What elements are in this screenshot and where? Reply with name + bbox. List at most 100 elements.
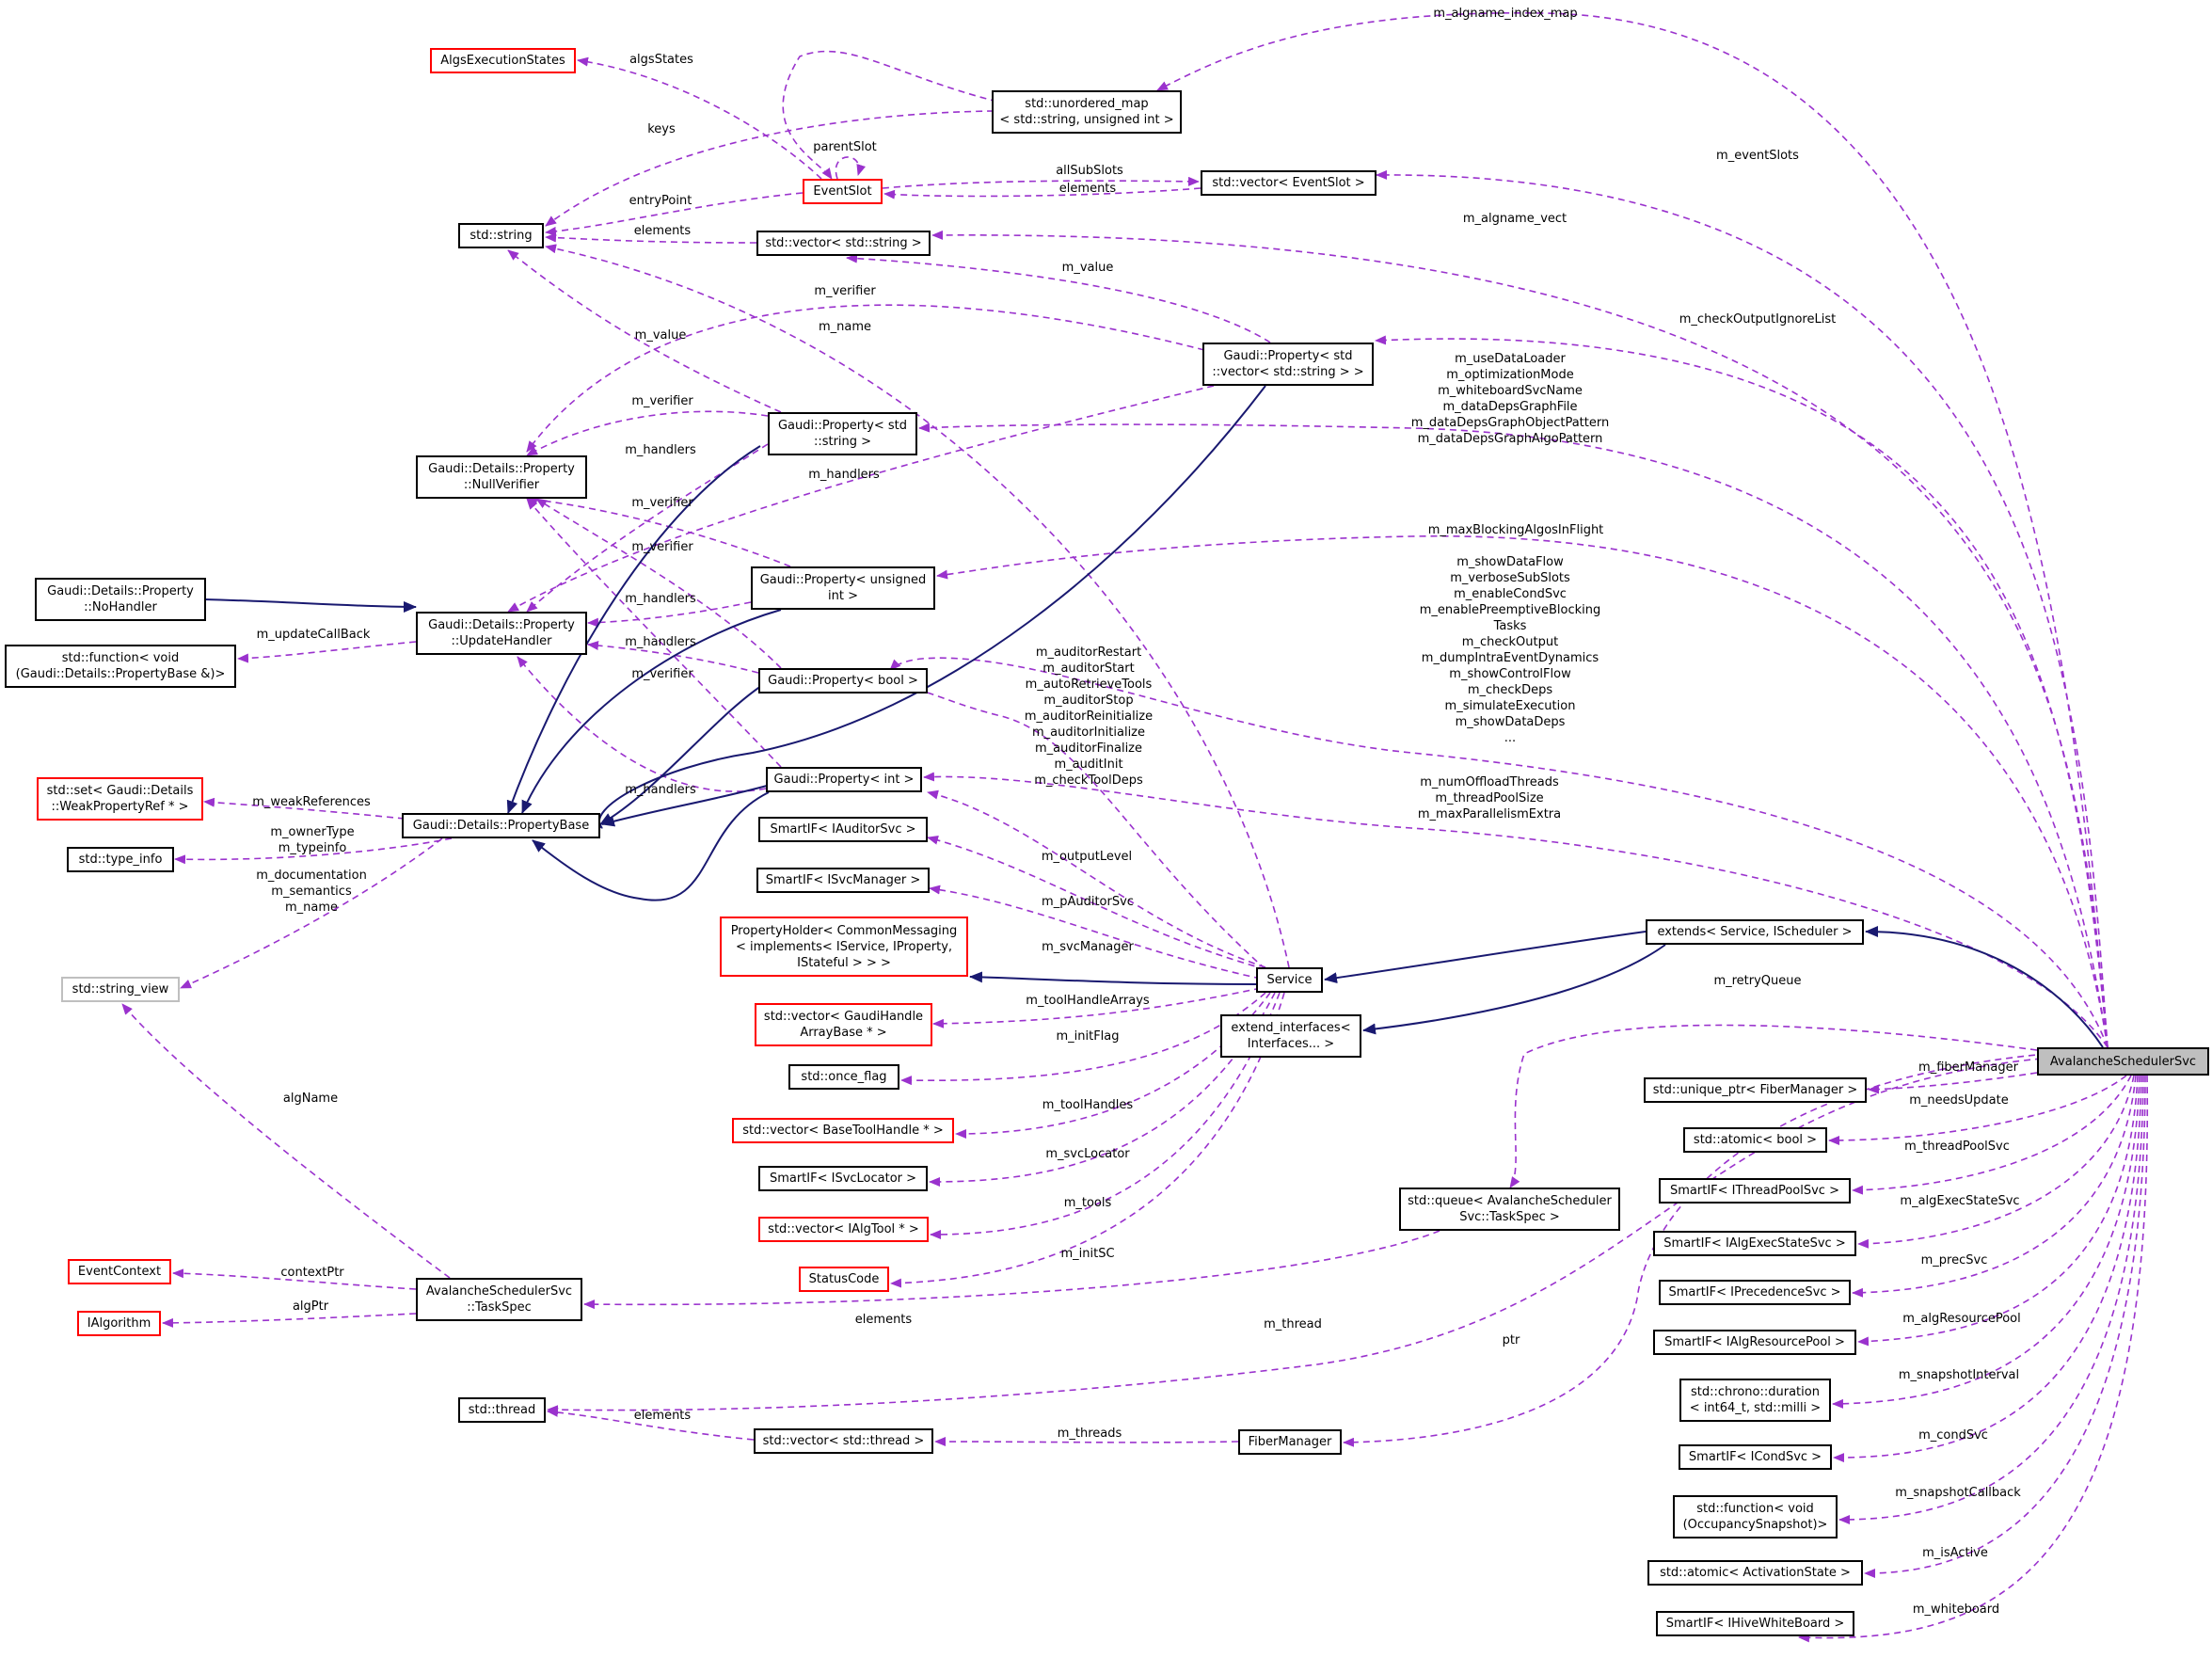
edge-snapshot-interval (1832, 1075, 2140, 1409)
label-alg-name: algName (283, 1092, 338, 1106)
node-atomic-activation-state[interactable]: std::atomic< ActivationState > (1647, 1560, 1863, 1586)
node-vector-std-string[interactable]: std::vector< std::string > (756, 231, 931, 256)
node-service[interactable]: Service (1256, 967, 1323, 993)
edge-algname-index-map (1156, 11, 2109, 1048)
node-std-thread[interactable]: std::thread (458, 1397, 546, 1423)
label-threads: m_threads (1058, 1427, 1122, 1441)
node-null-verifier[interactable]: Gaudi::Details::Property ::NullVerifier (416, 455, 587, 499)
edge-alg-exec-state-svc (1857, 1075, 2135, 1249)
node-property-string[interactable]: Gaudi::Property< std ::string > (768, 412, 917, 455)
label-check-output: m_checkOutputIgnoreList (1679, 312, 1836, 327)
node-smartif-iprecedencesvc[interactable]: SmartIF< IPrecedenceSvc > (1659, 1280, 1851, 1305)
edge-retry-queue (1509, 1024, 2038, 1188)
node-std-string[interactable]: std::string (458, 223, 544, 248)
label-string-handlers: m_handlers (625, 443, 696, 457)
node-property-bool[interactable]: Gaudi::Property< bool > (758, 668, 928, 693)
node-vector-basetoolhandle[interactable]: std::vector< BaseToolHandle * > (732, 1118, 954, 1143)
edge-string-value (507, 249, 782, 413)
node-vector-std-thread[interactable]: std::vector< std::thread > (754, 1428, 933, 1454)
node-smartif-ithreadpoolsvc[interactable]: SmartIF< IThreadPoolSvc > (1659, 1178, 1851, 1204)
edge-inherit-int-base (601, 785, 768, 827)
node-vector-gaudihandle-array[interactable]: std::vector< GaudiHandle ArrayBase * > (755, 1003, 932, 1046)
label-algname-index-map: m_algname_index_map (1433, 7, 1577, 21)
edge-is-active (1864, 1075, 2146, 1578)
node-chrono-duration[interactable]: std::chrono::duration < int64_t, std::mi… (1679, 1379, 1831, 1422)
label-string-value: m_value (635, 328, 687, 343)
node-once-flag[interactable]: std::once_flag (788, 1064, 899, 1090)
label-thread-pool-svc: m_threadPoolSvc (1904, 1140, 2010, 1154)
edge-string-props (918, 422, 2109, 1048)
node-smartif-iauditorsvc[interactable]: SmartIF< IAuditorSvc > (758, 817, 928, 842)
node-vector-ialgtool[interactable]: std::vector< IAlgTool * > (758, 1217, 929, 1242)
edge-algs-states (577, 56, 822, 180)
node-atomic-bool[interactable]: std::atomic< bool > (1683, 1127, 1827, 1153)
label-update-callback: m_updateCallBack (257, 628, 371, 642)
edge-snapshot-callback (1838, 1075, 2144, 1524)
node-status-code[interactable]: StatusCode (799, 1267, 889, 1292)
edge-string-handlers (526, 443, 769, 613)
node-string-view[interactable]: std::string_view (61, 977, 180, 1002)
edge-inherit-extends (1865, 926, 2104, 1048)
label-snapshot-interval: m_snapshotInterval (1899, 1368, 2019, 1382)
node-event-context[interactable]: EventContext (68, 1259, 171, 1284)
node-extends-service-ischeduler[interactable]: extends< Service, IScheduler > (1646, 919, 1864, 945)
edge-algname-vect (931, 230, 2109, 1048)
node-type-info[interactable]: std::type_info (67, 847, 174, 872)
label-whiteboard: m_whiteboard (1913, 1602, 1999, 1617)
label-vecstr-handlers: m_handlers (808, 468, 880, 482)
edge-uint-handlers (587, 601, 752, 628)
label-event-slots: m_eventSlots (1716, 149, 1799, 163)
edge-vecthread-elements (547, 1407, 755, 1441)
label-queue-elements: elements (855, 1313, 913, 1327)
node-algs-execution-states[interactable]: AlgsExecutionStates (430, 48, 576, 73)
node-ialgorithm[interactable]: IAlgorithm (77, 1311, 161, 1336)
node-property-base[interactable]: Gaudi::Details::PropertyBase (402, 813, 600, 838)
node-update-handler[interactable]: Gaudi::Details::Property ::UpdateHandler (416, 612, 587, 655)
edge-all-sub-slots (882, 176, 1200, 189)
node-property-vector-string[interactable]: Gaudi::Property< std ::vector< std::stri… (1202, 343, 1374, 386)
node-smartif-icondsvc[interactable]: SmartIF< ICondSvc > (1679, 1444, 1832, 1470)
label-entry-point: entryPoint (629, 194, 692, 208)
node-function-occupancy[interactable]: std::function< void (OccupancySnapshot)> (1673, 1495, 1838, 1538)
edge-eventslot-elements (883, 187, 1201, 199)
node-smartif-ihivewhiteboard[interactable]: SmartIF< IHiveWhiteBoard > (1656, 1611, 1854, 1636)
edge-inherit-extend-interfaces (1362, 944, 1666, 1035)
node-unique-ptr-fiber-manager[interactable]: std::unique_ptr< FiberManager > (1644, 1077, 1867, 1103)
node-std-function-propertybase[interactable]: std::function< void (Gaudi::Details::Pro… (5, 645, 236, 688)
node-property-int[interactable]: Gaudi::Property< int > (766, 767, 922, 792)
node-unordered-map[interactable]: std::unordered_map < std::string, unsign… (992, 90, 1182, 134)
node-smartif-ialgresourcepool[interactable]: SmartIF< IAlgResourcePool > (1653, 1330, 1856, 1355)
node-avalanche-scheduler-svc[interactable]: AvalancheSchedulerSvc (2037, 1047, 2209, 1076)
label-vecstr-value: m_value (1062, 261, 1114, 275)
node-no-handler[interactable]: Gaudi::Details::Property ::NoHandler (35, 578, 206, 621)
label-cond-svc: m_condSvc (1918, 1428, 1988, 1443)
edge-cond-svc (1833, 1075, 2142, 1463)
edge-inherit-uint-base (521, 609, 782, 814)
label-bool-handlers: m_handlers (625, 635, 696, 649)
node-extend-interfaces[interactable]: extend_interfaces< Interfaces... > (1220, 1014, 1361, 1058)
label-algname-vect: m_algname_vect (1463, 212, 1567, 226)
edge-inherit-no-handler (203, 598, 417, 613)
node-fiber-manager[interactable]: FiberManager (1238, 1429, 1342, 1455)
label-snapshot-callback: m_snapshotCallback (1895, 1486, 2021, 1500)
edge-alg-name (121, 1003, 451, 1279)
edge-context-ptr (172, 1268, 417, 1290)
label-svc-locator: m_svcLocator (1045, 1147, 1130, 1161)
node-set-weak-property-ref[interactable]: std::set< Gaudi::Details ::WeakPropertyR… (37, 777, 203, 821)
edge-fiber-manager (1868, 1072, 2038, 1094)
node-smartif-isvcmanager[interactable]: SmartIF< ISvcManager > (756, 868, 930, 893)
node-property-holder[interactable]: PropertyHolder< CommonMessaging < implem… (720, 917, 968, 977)
node-smartif-ialgexecstatesvc[interactable]: SmartIF< IAlgExecStateSvc > (1653, 1231, 1856, 1256)
node-vector-event-slot[interactable]: std::vector< EventSlot > (1201, 170, 1377, 196)
edge-queue-elements (583, 1230, 1440, 1310)
node-queue-taskspec[interactable]: std::queue< AvalancheScheduler Svc::Task… (1399, 1188, 1620, 1231)
node-property-unsigned-int[interactable]: Gaudi::Property< unsigned int > (751, 566, 935, 610)
edge-owner-type (174, 837, 453, 865)
node-smartif-isvclocator[interactable]: SmartIF< ISvcLocator > (758, 1166, 928, 1191)
edge-inherit-bool-base (599, 681, 768, 825)
label-eventslot-elements: elements (1059, 182, 1117, 196)
node-task-spec[interactable]: AvalancheSchedulerSvc ::TaskSpec (416, 1278, 582, 1321)
node-event-slot[interactable]: EventSlot (803, 179, 883, 204)
